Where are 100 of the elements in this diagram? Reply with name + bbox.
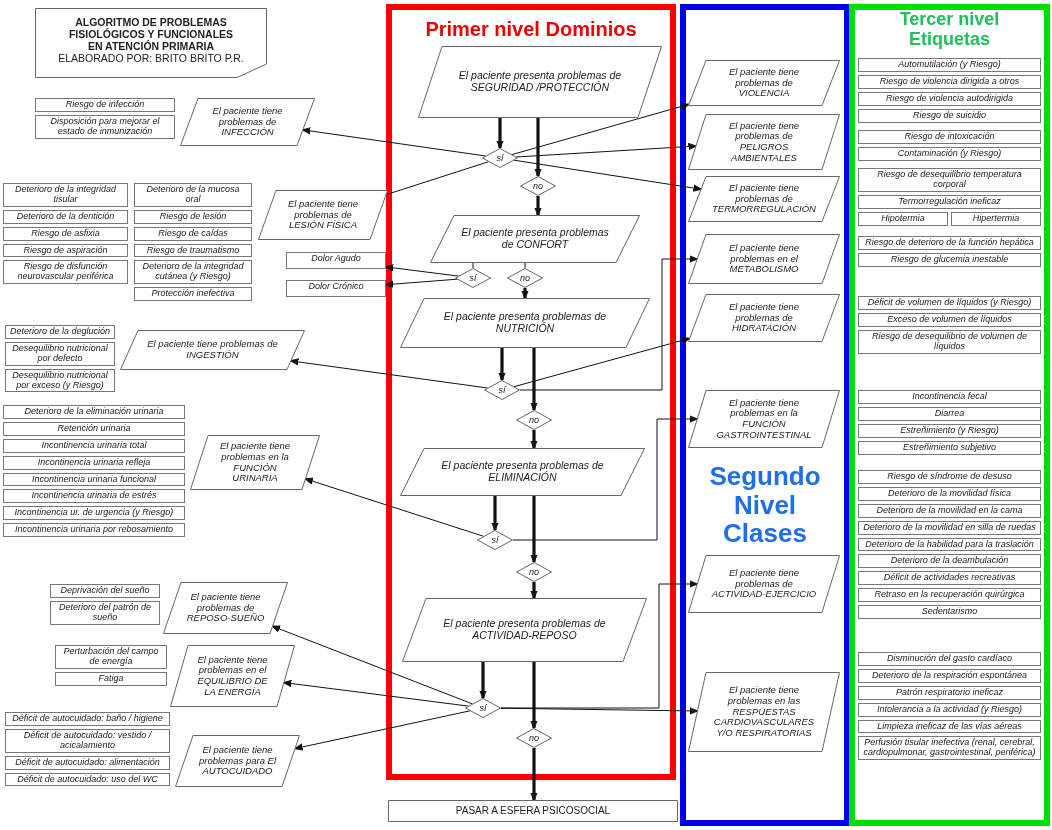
diagnosis-box: Contaminación (y Riesgo) bbox=[858, 146, 1041, 161]
diagnosis-box: Riesgo de violencia autodirigida bbox=[858, 91, 1041, 106]
diagnosis-box: Deterioro de la deambulación bbox=[858, 554, 1041, 569]
diagnosis-box: Incontinencia urinaria total bbox=[3, 438, 185, 453]
domain-parallelogram: El paciente presenta problemas de ACTIVIDAD-REPOSO bbox=[402, 598, 647, 662]
diagnosis-box: Riesgo de suicidio bbox=[858, 108, 1041, 123]
class-parallelogram: El paciente tiene problemas de HIDRATACIÓN bbox=[688, 294, 840, 342]
arrow bbox=[530, 748, 538, 802]
decision-diamond: no bbox=[520, 176, 556, 196]
arrow bbox=[530, 430, 538, 450]
arrow bbox=[530, 348, 538, 412]
arrow bbox=[294, 710, 471, 751]
diagnosis-box: Deterioro de la movilidad en silla de ruedas bbox=[858, 520, 1041, 535]
arrow bbox=[500, 707, 699, 715]
diagnosis-box: Riesgo de aspiración bbox=[3, 243, 128, 258]
diagnosis-box: Riesgo de deterioro de la función hepática bbox=[858, 236, 1041, 250]
level-frame bbox=[386, 4, 676, 780]
arrow bbox=[479, 662, 487, 700]
diagnosis-box: Fatiga bbox=[55, 671, 167, 686]
diagnosis-box: Perturbación del campo de energía bbox=[55, 645, 167, 669]
class-parallelogram: El paciente tiene problemas de PELIGROS AMBIENTALES bbox=[688, 114, 840, 170]
diagnosis-box: Termorregulación ineficaz bbox=[858, 194, 1041, 209]
diagnosis-box: Déficit de autocuidado: vestido / acicalamiento bbox=[5, 728, 170, 753]
arrow bbox=[534, 196, 542, 217]
diagnosis-box: Riesgo de desequilibrio temperatura corporal bbox=[858, 168, 1041, 192]
diagnosis-box: Incontinencia fecal bbox=[858, 390, 1041, 404]
diagnosis-box: Automutilación (y Riesgo) bbox=[858, 58, 1041, 72]
diagnosis-box: Riesgo de lesión bbox=[134, 209, 252, 224]
diagnosis-box: Riesgo de traumatismo bbox=[134, 243, 252, 258]
diagnosis-box: Deterioro del patrón de sueño bbox=[50, 600, 160, 625]
class-parallelogram: El paciente tiene problemas de TERMORREGULACIÓN bbox=[688, 176, 840, 222]
diagnosis-box: Riesgo de disfunción neurovascular periférica bbox=[3, 260, 128, 285]
diagnosis-box: Estreñimiento (y Riesgo) bbox=[858, 423, 1041, 438]
arrow bbox=[513, 159, 702, 192]
diagnosis-box: Riesgo de intoxicación bbox=[858, 130, 1041, 144]
arrow bbox=[498, 348, 506, 382]
decision-diamond: sí bbox=[455, 268, 491, 288]
class-parallelogram: El paciente tiene problemas de VIOLENCIA bbox=[688, 60, 840, 106]
decision-diamond: sí bbox=[465, 698, 501, 718]
decision-diamond: no bbox=[516, 728, 552, 748]
arrow bbox=[282, 679, 469, 707]
diagnosis-box: Deterioro de la movilidad en la cama bbox=[858, 503, 1041, 518]
heading-text: ALGORITMO DE PROBLEMAS FISIOLÓGICOS Y FUNCIONALES EN ATENCIÓN PRIMARIA bbox=[67, 15, 235, 53]
class-parallelogram: El paciente tiene problemas en el METABOLISMO bbox=[688, 234, 840, 284]
connector-line bbox=[524, 262, 526, 269]
diagnosis-box: Disposición para mejorar el estado de inmunización bbox=[35, 114, 175, 139]
diagnosis-box: Deterioro de la movilidad física bbox=[858, 486, 1041, 501]
diagnosis-box: Incontinencia urinaria refleja bbox=[3, 455, 185, 470]
arrow bbox=[519, 255, 699, 391]
diagnosis-box: Hipotermia bbox=[858, 211, 948, 226]
diagnosis-box: Incontinencia ur. de urgencia (y Riesgo) bbox=[3, 506, 185, 521]
domain-parallelogram: El paciente presenta problemas de NUTRICIÓN bbox=[400, 298, 650, 348]
arrow bbox=[534, 118, 542, 178]
diagnosis-box: Retraso en la recuperación quirúrgica bbox=[858, 588, 1041, 603]
diagnosis-box: Incontinencia urinaria por rebosamiento bbox=[3, 523, 185, 538]
decision-diamond: sí bbox=[477, 530, 513, 550]
diagnosis-box: Riesgo de violencia dirigida a otros bbox=[858, 74, 1041, 89]
arrow bbox=[530, 496, 538, 564]
diagnosis-box: Déficit de autocuidado: baño / higiene bbox=[5, 712, 170, 726]
arrow bbox=[384, 278, 458, 288]
diagnosis-box: Riesgo de infección bbox=[35, 98, 175, 112]
decision-diamond: sí bbox=[484, 380, 520, 400]
diagnosis-box: Hipertermia bbox=[951, 211, 1041, 226]
diagnosis-box: Protección inefectiva bbox=[134, 287, 252, 302]
frame-title: Segundo Nivel Clases bbox=[708, 462, 822, 548]
diagnosis-box: Dolor Crónico bbox=[286, 280, 386, 297]
connector-line bbox=[385, 161, 490, 196]
diagnosis-box: Sedentarismo bbox=[858, 605, 1041, 619]
diagnosis-box: Disminución del gasto cardíaco bbox=[858, 652, 1041, 666]
diagnosis-box: Diarrea bbox=[858, 406, 1041, 421]
diagnosis-box: Deterioro de la deglución bbox=[5, 325, 115, 339]
frame-title: Primer nivel Dominios bbox=[424, 18, 638, 40]
diagnosis-box: Deterioro de la integridad cutánea (y Riesgo) bbox=[134, 260, 252, 285]
class-parallelogram: El paciente tiene problemas de REPOSO-SUEÑO bbox=[163, 582, 288, 634]
diagnosis-box: Incontinencia urinaria funcional bbox=[3, 472, 185, 487]
diagnosis-box: Deprivación del sueño bbox=[50, 584, 160, 598]
arrow bbox=[384, 264, 459, 277]
diagnosis-box: Déficit de autocuidado: uso del WC bbox=[5, 772, 170, 787]
diagnosis-box: Déficit de autocuidado: alimentación bbox=[5, 755, 170, 770]
connector-line bbox=[472, 262, 474, 269]
diagnosis-box: Retención urinaria bbox=[3, 421, 185, 436]
author-text: ELABORADO POR: BRITO BRITO P.R. bbox=[58, 52, 244, 65]
class-parallelogram: El paciente tiene problemas en la FUNCIÓN GASTROINTESTINAL bbox=[688, 390, 840, 448]
arrow bbox=[491, 496, 499, 532]
process-box: PASAR A ESFERA PSICOSOCIAL bbox=[388, 800, 678, 822]
arrow bbox=[511, 102, 690, 156]
diagnosis-box: Deterioro de la mucosa oral bbox=[134, 183, 252, 207]
class-parallelogram: El paciente tiene problemas de INFECCIÓN bbox=[180, 98, 315, 146]
diagnosis-box: Estreñimiento subjetivo bbox=[858, 440, 1041, 455]
level-frame bbox=[849, 4, 1050, 826]
class-parallelogram: El paciente tiene problemas de LESIÓN FÍSICA bbox=[258, 190, 388, 240]
decision-diamond: no bbox=[507, 268, 543, 288]
decision-diamond: no bbox=[516, 410, 552, 430]
arrow bbox=[304, 477, 485, 537]
diagnosis-box: Riesgo de glucemia inestable bbox=[858, 252, 1041, 267]
diagnosis-box: Exceso de volumen de líquidos bbox=[858, 312, 1041, 327]
diagnosis-box: Riesgo de caídas bbox=[134, 226, 252, 241]
arrow bbox=[530, 662, 538, 730]
diagnosis-box: Riesgo de asfixia bbox=[3, 226, 128, 241]
diagnosis-box: Perfusión tisular inefectiva (renal, cerebral, cardiopulmonar, gastrointestinal, periférica) bbox=[858, 736, 1041, 761]
